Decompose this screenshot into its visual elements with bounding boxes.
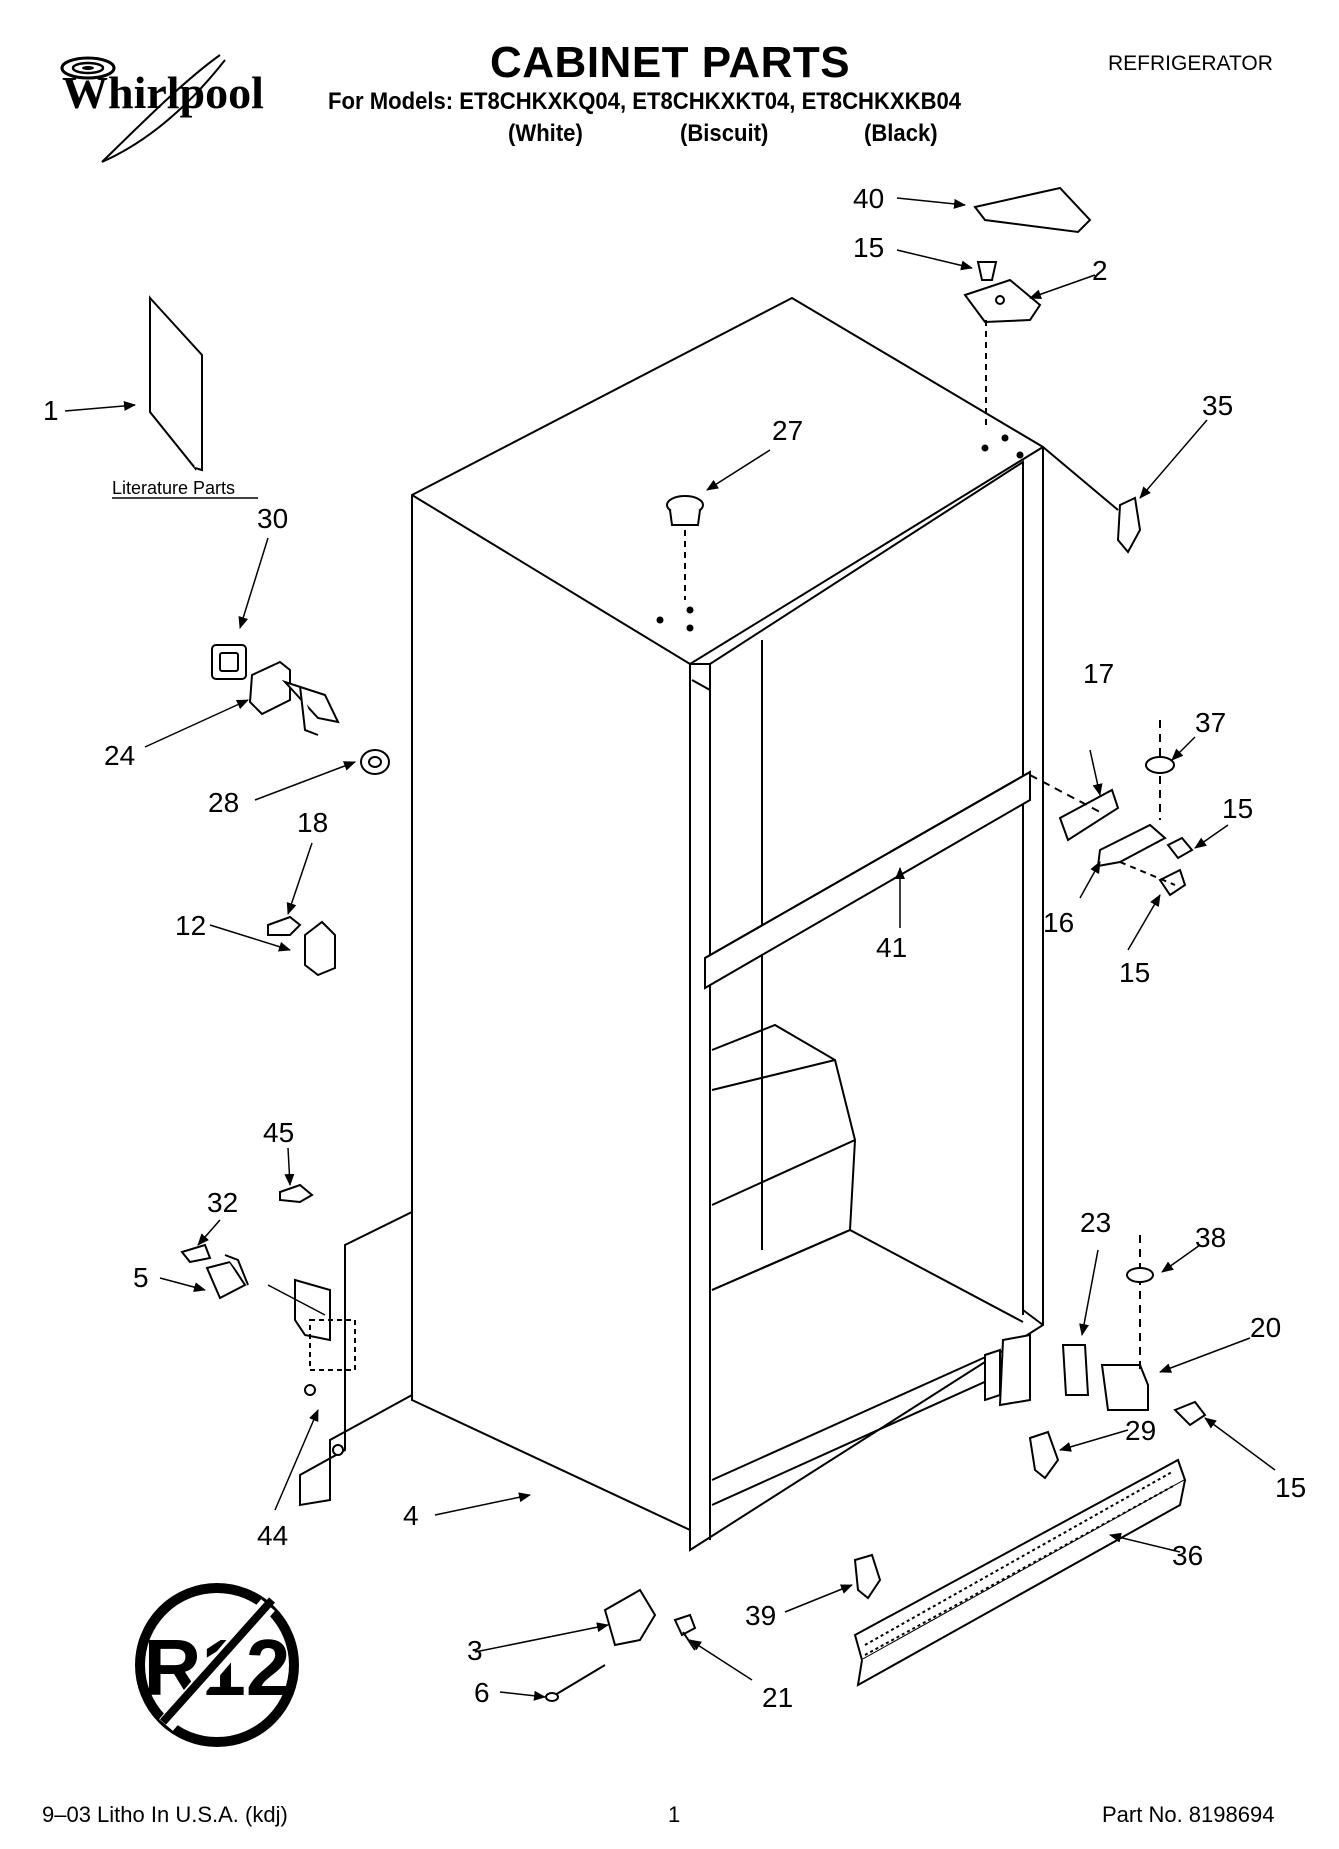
callout-15-mid-lower: 15 bbox=[1119, 957, 1150, 988]
callout-4: 4 bbox=[403, 1500, 419, 1531]
callout-29: 29 bbox=[1125, 1415, 1156, 1446]
callout-27: 27 bbox=[772, 415, 803, 446]
trim-clip-icon bbox=[1042, 446, 1142, 554]
toe-grille-icon bbox=[853, 1458, 1187, 1687]
door-stop-icon bbox=[267, 915, 336, 977]
lower-hinge-bracket-icon bbox=[180, 1183, 413, 1507]
page-number: 1 bbox=[668, 1802, 681, 1827]
hinge-cover-icon bbox=[973, 186, 1092, 234]
callout-41: 41 bbox=[876, 932, 907, 963]
callout-5: 5 bbox=[133, 1262, 149, 1293]
no-r12-badge: R12 bbox=[135, 1583, 299, 1747]
litho-note: 9–03 Litho In U.S.A. (kdj) bbox=[42, 1802, 288, 1827]
divider-rail bbox=[704, 770, 1031, 990]
leveling-leg-icon bbox=[545, 1588, 697, 1702]
part-number: Part No. 8198694 bbox=[1102, 1802, 1275, 1827]
callout-20: 20 bbox=[1250, 1312, 1281, 1343]
grille-clip-icon bbox=[853, 1430, 1060, 1600]
callout-16: 16 bbox=[1043, 907, 1074, 938]
callout-1: 1 bbox=[43, 395, 59, 426]
callout-24: 24 bbox=[104, 740, 135, 771]
color-biscuit: (Biscuit) bbox=[680, 120, 769, 147]
callout-labels: 1 2 3 4 5 6 12 15 15 15 15 15 16 17 18 2… bbox=[43, 183, 1306, 1713]
callout-30: 30 bbox=[257, 503, 288, 534]
callout-18: 18 bbox=[297, 807, 328, 838]
page-title: CABINET PARTS bbox=[490, 38, 851, 87]
callout-32: 32 bbox=[207, 1187, 238, 1218]
pivot-pin-icon bbox=[211, 644, 340, 736]
callout-15-mid-right: 15 bbox=[1222, 793, 1253, 824]
color-black: (Black) bbox=[864, 120, 938, 147]
bottom-hinge-icon bbox=[984, 1235, 1207, 1427]
color-white: (White) bbox=[508, 120, 583, 147]
model-numbers: For Models: ET8CHKXKQ04, ET8CHKXKT04, ET… bbox=[328, 88, 962, 115]
callout-37: 37 bbox=[1195, 707, 1226, 738]
brand-name: Whirlpool bbox=[62, 67, 264, 118]
top-hinge-icon bbox=[963, 261, 1042, 430]
callout-15-bottom: 15 bbox=[1275, 1472, 1306, 1503]
callout-40: 40 bbox=[853, 183, 884, 214]
callout-39: 39 bbox=[745, 1600, 776, 1631]
callout-17: 17 bbox=[1083, 658, 1114, 689]
screw-holes bbox=[656, 434, 1024, 632]
callout-12: 12 bbox=[175, 910, 206, 941]
callout-28: 28 bbox=[208, 787, 239, 818]
bushing-icon bbox=[360, 749, 390, 775]
callout-6: 6 bbox=[474, 1677, 490, 1708]
callout-21: 21 bbox=[762, 1682, 793, 1713]
callout-35: 35 bbox=[1202, 390, 1233, 421]
literature-caption: Literature Parts bbox=[112, 478, 235, 498]
center-hinge-icon bbox=[1029, 720, 1194, 897]
callout-2: 2 bbox=[1092, 255, 1108, 286]
literature-book-icon bbox=[149, 295, 203, 472]
whirlpool-logo: Whirlpool bbox=[60, 50, 290, 170]
callout-38: 38 bbox=[1195, 1222, 1226, 1253]
callout-36: 36 bbox=[1172, 1540, 1203, 1571]
whirlpool-swirl-icon: Whirlpool bbox=[60, 54, 264, 163]
appliance-type: REFRIGERATOR bbox=[1108, 52, 1273, 75]
callout-44: 44 bbox=[257, 1520, 288, 1551]
callout-3: 3 bbox=[467, 1635, 483, 1666]
callout-45: 45 bbox=[263, 1117, 294, 1148]
callout-15-top: 15 bbox=[853, 232, 884, 263]
callout-23: 23 bbox=[1080, 1207, 1111, 1238]
cabinet-shell bbox=[411, 296, 1044, 1552]
leader-lines bbox=[64, 197, 1276, 1701]
plug-icon bbox=[666, 495, 704, 600]
